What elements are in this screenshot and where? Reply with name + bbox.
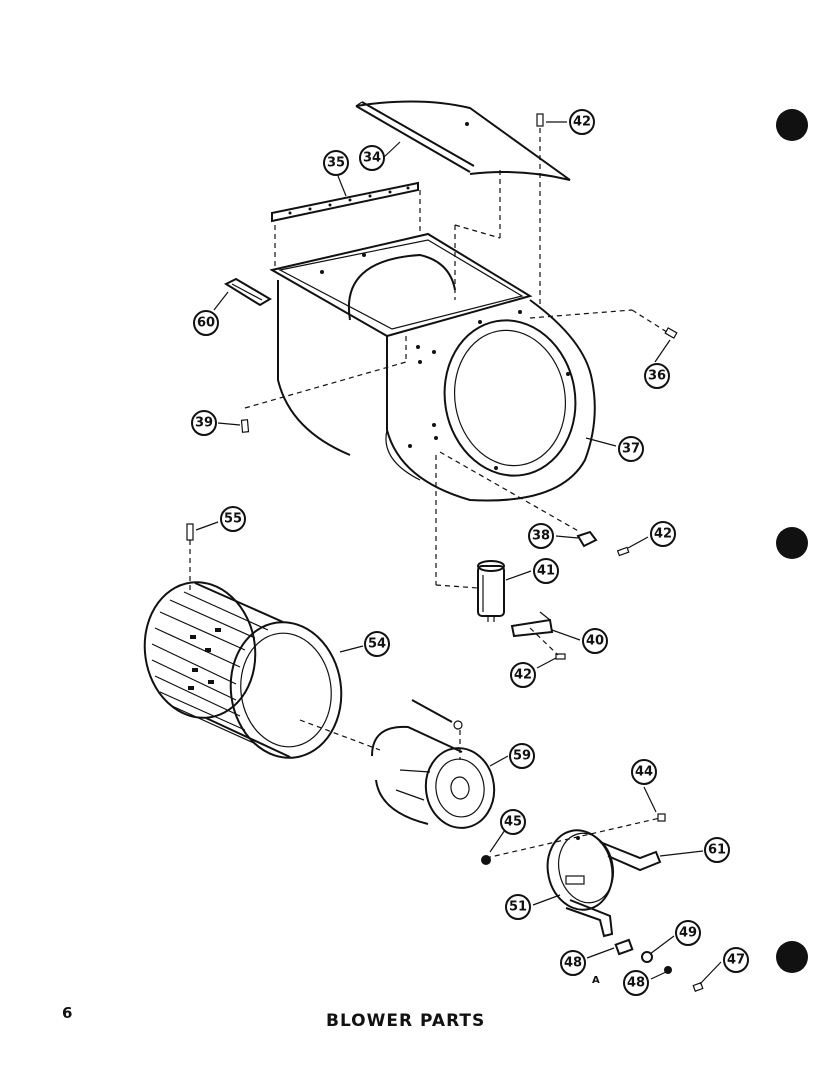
- svg-text:47: 47: [727, 953, 745, 968]
- callout-38: 38: [528, 523, 554, 549]
- part-blower-wheel: [143, 581, 343, 759]
- svg-text:51: 51: [509, 900, 527, 915]
- svg-text:42: 42: [514, 668, 532, 683]
- binder-hole-bottom: [776, 941, 808, 973]
- svg-text:35: 35: [327, 156, 345, 171]
- binder-hole-middle: [776, 527, 808, 559]
- svg-text:37: 37: [622, 442, 640, 457]
- svg-text:44: 44: [635, 765, 653, 780]
- svg-text:49: 49: [679, 926, 697, 941]
- svg-text:48: 48: [564, 956, 582, 971]
- svg-text:42: 42: [573, 115, 591, 130]
- callout-55: 55: [220, 506, 246, 532]
- callout-42-top: 42: [569, 109, 595, 135]
- callout-45: 45: [500, 809, 526, 835]
- part-blower-housing: [269, 232, 596, 502]
- assembly-lines: [189, 128, 671, 859]
- callout-49: 49: [675, 920, 701, 946]
- callout-41: 41: [533, 558, 559, 584]
- svg-text:60: 60: [197, 316, 215, 331]
- part-small-strip: [223, 277, 272, 307]
- svg-text:40: 40: [586, 634, 604, 649]
- callout-48: 48: [623, 970, 649, 996]
- svg-text:45: 45: [504, 815, 522, 830]
- svg-text:36: 36: [648, 369, 666, 384]
- callout-34: 34: [359, 145, 385, 171]
- svg-text:48: 48: [627, 976, 645, 991]
- callout-42-low: 42: [510, 662, 536, 688]
- callout-54: 54: [364, 631, 390, 657]
- svg-text:42: 42: [654, 527, 672, 542]
- part-motor: [371, 699, 496, 829]
- svg-text:59: 59: [513, 749, 531, 764]
- callout-48-a: 48: [560, 950, 586, 976]
- callout-59: 59: [509, 743, 535, 769]
- part-capacitor: [477, 560, 505, 622]
- part-bushing: [614, 938, 634, 956]
- binder-hole-top: [776, 109, 808, 141]
- svg-text:39: 39: [195, 416, 213, 431]
- callout-37: 37: [618, 436, 644, 462]
- svg-text:61: 61: [708, 843, 726, 858]
- callout-40: 40: [582, 628, 608, 654]
- part-flange-strip: [271, 181, 419, 223]
- callout-47: 47: [723, 947, 749, 973]
- sub-label-a: A: [592, 975, 600, 986]
- part-capacitor-bracket: [510, 611, 554, 638]
- svg-text:55: 55: [224, 512, 242, 527]
- callout-39: 39: [191, 410, 217, 436]
- svg-text:54: 54: [368, 637, 386, 652]
- callout-35: 35: [323, 150, 349, 176]
- svg-text:38: 38: [532, 529, 550, 544]
- leader-lines: [195, 121, 722, 985]
- svg-text:41: 41: [537, 564, 555, 579]
- page-number: 6: [62, 1004, 73, 1022]
- callout-44: 44: [631, 759, 657, 785]
- part-screws: [186, 113, 704, 992]
- part-cover-plate: [355, 100, 571, 181]
- callout-42-mid: 42: [650, 521, 676, 547]
- callout-61: 61: [704, 837, 730, 863]
- callout-36: 36: [644, 363, 670, 389]
- page-title: BLOWER PARTS: [326, 1011, 486, 1031]
- part-clip: [576, 530, 598, 548]
- callout-60: 60: [193, 310, 219, 336]
- svg-text:34: 34: [363, 151, 381, 166]
- callout-51: 51: [505, 894, 531, 920]
- part-motor-mount: [546, 829, 662, 938]
